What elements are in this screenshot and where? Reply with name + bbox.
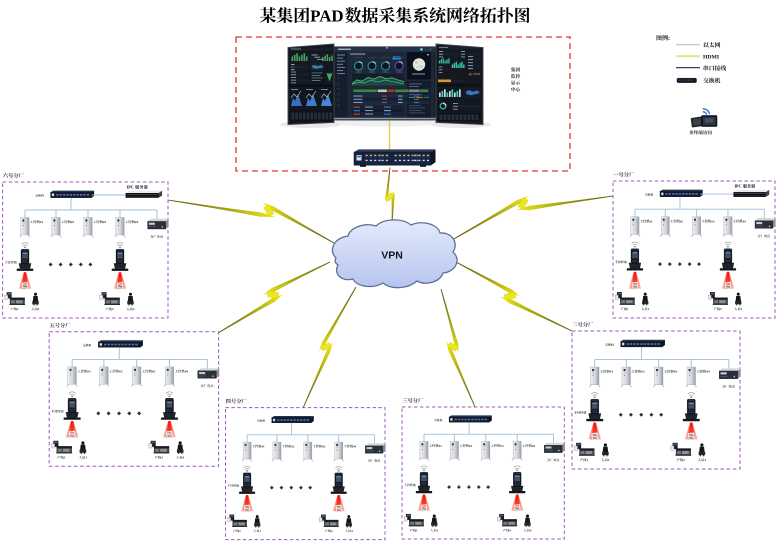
svg-text:#2: #2 bbox=[469, 444, 473, 448]
svg-text:#1: #1 bbox=[40, 220, 44, 224]
svg-text:1: 1 bbox=[38, 307, 40, 311]
svg-text:1: 1 bbox=[627, 307, 629, 311]
svg-text:1: 1 bbox=[85, 456, 87, 460]
svg-text:#2: #2 bbox=[291, 444, 295, 448]
svg-text:4: 4 bbox=[720, 307, 722, 311]
svg-text:#1: #1 bbox=[610, 370, 614, 374]
svg-text:4: 4 bbox=[509, 528, 511, 532]
svg-text:#3: #3 bbox=[500, 444, 504, 448]
svg-text:#1: #1 bbox=[439, 444, 443, 448]
svg-text:#2: #2 bbox=[641, 370, 645, 374]
svg-text:#4: #4 bbox=[706, 370, 710, 374]
svg-text:4: 4 bbox=[530, 528, 532, 532]
svg-text::: : bbox=[668, 36, 670, 42]
svg-text:1: 1 bbox=[437, 528, 439, 532]
svg-text:#2: #2 bbox=[119, 369, 123, 373]
svg-text:HDMI: HDMI bbox=[703, 55, 720, 61]
svg-text:1: 1 bbox=[239, 529, 241, 533]
svg-text:1: 1 bbox=[416, 528, 418, 532]
svg-text:1: 1 bbox=[64, 456, 66, 460]
svg-text:#1: #1 bbox=[650, 219, 654, 223]
svg-text:IPC: IPC bbox=[734, 184, 741, 189]
svg-text:#3: #3 bbox=[152, 369, 156, 373]
svg-text:PAD: PAD bbox=[310, 7, 343, 26]
svg-text:#2: #2 bbox=[71, 220, 75, 224]
svg-text:1: 1 bbox=[648, 307, 650, 311]
svg-text:#4: #4 bbox=[135, 220, 139, 224]
svg-text:#3: #3 bbox=[711, 219, 715, 223]
svg-text:4: 4 bbox=[741, 307, 743, 311]
svg-text:1: 1 bbox=[260, 529, 262, 533]
svg-text:#3: #3 bbox=[103, 220, 107, 224]
svg-text:#4: #4 bbox=[185, 369, 189, 373]
svg-text:4: 4 bbox=[112, 307, 114, 311]
svg-text:4: 4 bbox=[133, 307, 135, 311]
svg-text:4: 4 bbox=[183, 456, 185, 460]
svg-text:VPN: VPN bbox=[381, 250, 403, 262]
svg-text:4: 4 bbox=[704, 458, 706, 462]
svg-text:4: 4 bbox=[351, 529, 353, 533]
svg-text:#4: #4 bbox=[532, 444, 536, 448]
svg-text:4: 4 bbox=[331, 529, 333, 533]
svg-text:#1: #1 bbox=[261, 444, 265, 448]
svg-text:4: 4 bbox=[683, 458, 685, 462]
svg-text:#3: #3 bbox=[674, 370, 678, 374]
svg-text:1: 1 bbox=[17, 307, 19, 311]
svg-text:4: 4 bbox=[161, 456, 163, 460]
svg-text:#4: #4 bbox=[353, 444, 357, 448]
svg-text:#1: #1 bbox=[87, 369, 91, 373]
svg-text:1: 1 bbox=[587, 458, 589, 462]
svg-text:#3: #3 bbox=[322, 444, 326, 448]
svg-text:#4: #4 bbox=[743, 219, 747, 223]
svg-text:#2: #2 bbox=[680, 219, 684, 223]
svg-text:IPC: IPC bbox=[127, 185, 134, 190]
svg-text:1: 1 bbox=[608, 458, 610, 462]
